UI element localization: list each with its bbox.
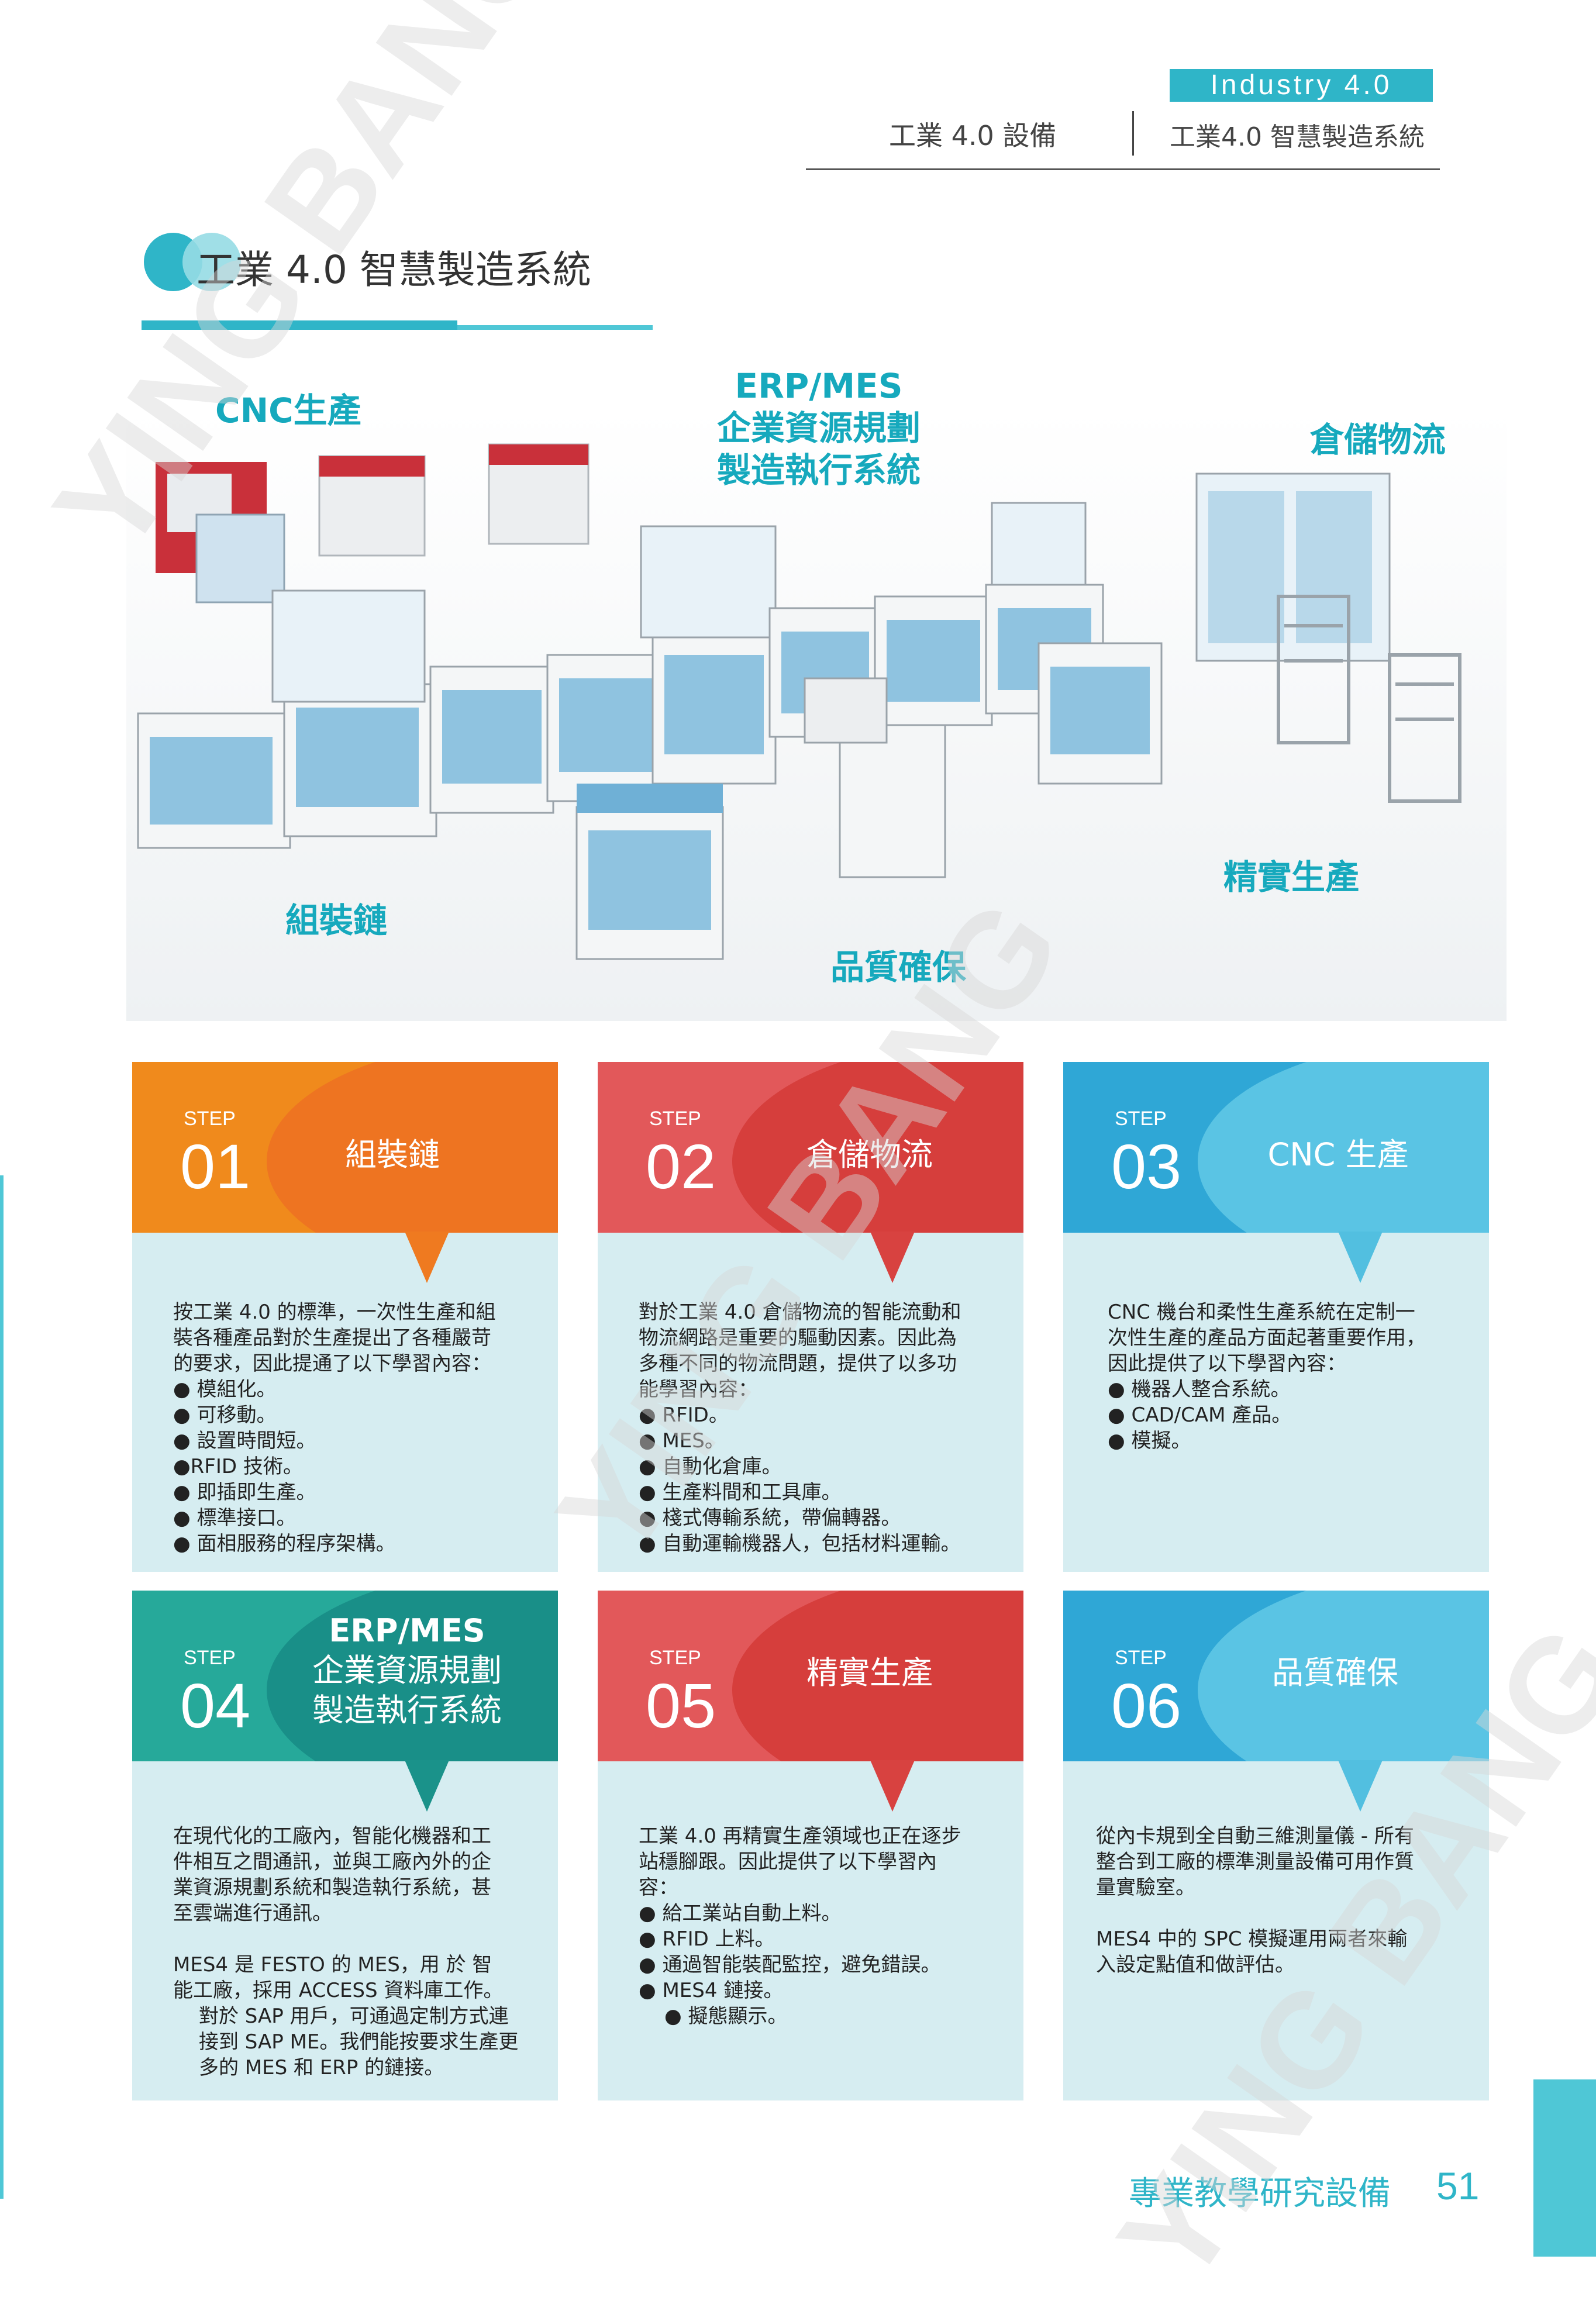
- header-separator: [1132, 111, 1134, 156]
- step-number: 03: [1111, 1131, 1182, 1202]
- step-body: 在現代化的工廠內，智能化機器和工 件相互之間通訊，並與工廠內外的企 業資源規劃系…: [173, 1824, 519, 2079]
- step-label: STEP: [184, 1647, 236, 1669]
- hero-label-cnc: CNC生產: [215, 391, 361, 430]
- card-header: [132, 1062, 558, 1233]
- step-number: 04: [180, 1670, 251, 1741]
- card-header: [132, 1591, 558, 1761]
- hero-label-erp-2: 企業資源規劃: [716, 408, 921, 448]
- card-header: [598, 1591, 1023, 1761]
- footer-text: 專業教學研究設備: [1129, 2175, 1391, 2213]
- step-title: 品質確保: [1272, 1654, 1398, 1691]
- step-title: 精實生產: [806, 1654, 933, 1691]
- warehouse-rack: [1195, 472, 1391, 662]
- step-card-04: STEP 04 ERP/MES 企業資源規劃 製造執行系統 在現代化的工廠內，智…: [132, 1591, 558, 2100]
- assembly-line: [137, 502, 1163, 849]
- hero-label-warehouse: 倉儲物流: [1310, 420, 1446, 460]
- header-rule: [806, 168, 1440, 170]
- left-accent-bar: [0, 1175, 4, 2199]
- hero-label-erp-1: ERP/MES: [735, 366, 903, 406]
- step-label: STEP: [1115, 1647, 1167, 1669]
- title-circle-light-icon: [182, 233, 241, 291]
- hero-label-lean: 精實生產: [1223, 857, 1360, 897]
- step-title: 組裝鏈: [345, 1136, 440, 1173]
- step-title-line-1: ERP/MES: [329, 1612, 485, 1649]
- step-title: CNC 生產: [1267, 1136, 1409, 1173]
- hero-label-assembly: 組裝鏈: [285, 901, 388, 940]
- step-number: 01: [180, 1131, 251, 1202]
- step-body: 對於工業 4.0 倉儲物流的智能流動和 物流網路是重要的驅動因素。因此為 多種不…: [639, 1301, 961, 1555]
- quality-station: [804, 677, 946, 878]
- card-pointer: [405, 1232, 449, 1283]
- hero-label-quality: 品質確保: [830, 947, 967, 987]
- step-card-05: STEP 05 精實生產 工業 4.0 再精實生產領域也正在逐步 站穩腳跟。因此…: [598, 1591, 1023, 2100]
- step-title-line-3: 製造執行系統: [312, 1692, 502, 1729]
- card-pointer: [1338, 1232, 1383, 1283]
- lean-shelves: [1277, 595, 1461, 803]
- hero-label-erp-3: 製造執行系統: [716, 450, 921, 490]
- step-number: 02: [646, 1131, 716, 1202]
- card-pointer: [405, 1760, 449, 1812]
- card-header: [598, 1062, 1023, 1233]
- page-number: 51: [1436, 2164, 1480, 2207]
- step-body: 從內卡規到全自動三維測量儀 - 所有 整合到工廠的標準測量設備可用作質 量實驗室…: [1096, 1824, 1414, 1977]
- mobile-robot: [575, 784, 724, 960]
- step-number: 05: [646, 1670, 716, 1741]
- industry-badge: Industry 4.0: [1170, 69, 1433, 102]
- card-header: [1063, 1591, 1489, 1761]
- step-body: 按工業 4.0 的標準，一次性生產和組 裝各種產品對於生產提出了各種嚴苛 的要求…: [173, 1301, 496, 1555]
- step-title: 倉儲物流: [806, 1136, 933, 1173]
- step-number: 06: [1111, 1670, 1182, 1741]
- step-title-line-2: 企業資源規劃: [312, 1652, 502, 1689]
- section-title: 工業 4.0 智慧製造系統: [197, 247, 591, 292]
- step-body: CNC 機台和柔性生產系統在定制一 次性生產的產品方面起著重要作用， 因此提供了…: [1108, 1301, 1426, 1453]
- step-label: STEP: [184, 1108, 236, 1130]
- card-pointer: [870, 1760, 915, 1812]
- step-label: STEP: [649, 1108, 701, 1130]
- header-category: 工業 4.0 設備: [889, 120, 1057, 151]
- card-pointer: [870, 1232, 915, 1283]
- step-card-06: STEP 06 品質確保 從內卡規到全自動三維測量儀 - 所有 整合到工廠的標準…: [1063, 1591, 1489, 2100]
- header-subcategory: 工業4.0 智慧製造系統: [1170, 122, 1425, 152]
- step-card-02: STEP 02 倉儲物流 對於工業 4.0 倉儲物流的智能流動和 物流網路是重要…: [598, 1062, 1023, 1572]
- step-label: STEP: [649, 1647, 701, 1669]
- cnc-machines: [156, 443, 590, 603]
- title-underline: [142, 320, 457, 330]
- step-card-03: STEP 03 CNC 生產 CNC 機台和柔性生產系統在定制一 次性生產的產品…: [1063, 1062, 1489, 1572]
- step-card-01: STEP 01 組裝鏈 按工業 4.0 的標準，一次性生產和組 裝各種產品對於生…: [132, 1062, 558, 1572]
- card-header: [1063, 1062, 1489, 1233]
- title-underline-light: [457, 325, 653, 330]
- card-pointer: [1338, 1760, 1383, 1812]
- right-accent-bar: [1533, 2079, 1596, 2257]
- step-label: STEP: [1115, 1108, 1167, 1130]
- factory-illustration: [126, 409, 1507, 1021]
- step-body: 工業 4.0 再精實生產領域也正在逐步 站穩腳跟。因此提供了以下學習內 容： ●…: [639, 1824, 961, 2028]
